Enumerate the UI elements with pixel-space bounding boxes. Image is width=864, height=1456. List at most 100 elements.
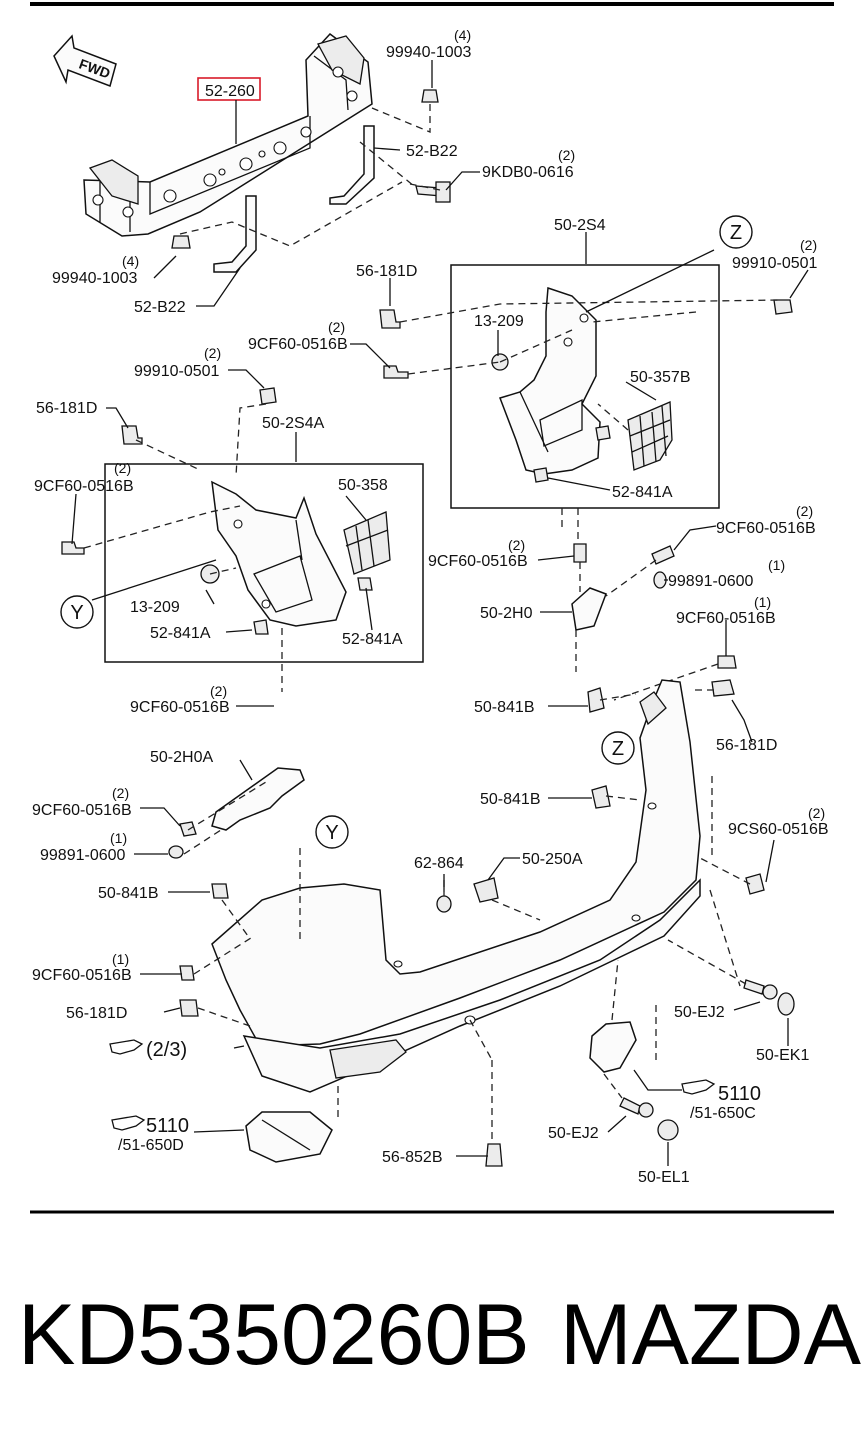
bracket-50-2s4-part [499,286,601,475]
callout-c35-code: 62-864 [414,855,464,872]
callout-c5-code: 99940-1003 [52,270,138,287]
callout-c29-code: 56-181D [716,737,777,754]
bolt-50-ej2-lower-icon [619,1097,654,1118]
callout-c1-code: 99940-1003 [386,44,472,61]
callout-c31-qty: (2) [112,785,129,801]
callout-c18-code: 52-841A [612,484,673,501]
clip-56-852b-icon [485,1143,503,1167]
clip-50-841b-left-icon [211,883,229,899]
callout-c31-code: 9CF60-0516B [32,802,132,819]
callout-c4-code: 9KDB0-0616 [482,164,574,181]
callout-c41-code: 50-EK1 [756,1047,809,1064]
callout-c11-code: 9CF60-0516B [248,336,348,353]
callout-c8-code: 99910-0501 [732,255,818,272]
svg-text:Z: Z [730,222,742,244]
bracket-50-250a-part [473,877,499,903]
callout-c9-code: 56-181D [356,263,417,280]
callout-c5-qty: (4) [122,253,139,269]
callout-c28-code: 50-841B [474,699,535,716]
ref-pointer-2-3: (2/3) [109,1039,187,1061]
ref-pointer-5110-c: 5110 /51-650C [681,1079,761,1122]
callout-c36-code: 50-250A [522,851,583,868]
callout-c13-code: 50-357B [630,369,691,386]
callout-c39-code: 56-181D [66,1005,127,1022]
washer-99891-left-icon [168,845,184,859]
callout-c23-code: 50-2H0 [480,605,533,622]
callout-c44-code: 50-EL1 [638,1169,690,1186]
bumper-reinforcement-part [83,32,373,237]
clip-50-841b-mid-icon [591,785,611,809]
callout-c15-code: 50-2S4A [262,415,325,432]
callout-c6-code: 52-B22 [134,299,186,316]
bolt-50-ej2-upper-icon [743,979,778,1000]
callout-c26-code: 52-841A [342,631,403,648]
callout-c24-code: 9CF60-0516B [676,610,776,627]
svg-text:5110: 5110 [146,1115,189,1137]
nut-left-icon [171,235,191,249]
screw-9cf60-left-icon [179,821,197,837]
clip-99910-y-icon [259,387,277,405]
callout-c42-code: 50-EJ2 [548,1125,599,1142]
cap-50-ek1-icon [777,992,795,1016]
callout-c43-code: 56-852B [382,1149,443,1166]
callout-c25-code: 52-841A [150,625,211,642]
footer: KD5350260B MAZDA [0,1280,864,1410]
clip-50-841b-top-icon [587,687,605,713]
view-marker-y-bottom: Y [315,815,349,849]
svg-text:(2/3): (2/3) [146,1039,187,1061]
view-marker-z-top: Z [719,215,753,249]
reflector-62-864-icon [436,895,452,913]
callout-c22-code: 13-209 [130,599,180,616]
clip-99910-z-icon [773,299,793,315]
bumper-cover-part [211,679,701,1093]
callout-c1-qty: (4) [454,27,471,43]
callout-c3-code: 52-B22 [406,143,458,160]
callout-c16-code: 9CF60-0516B [34,478,134,495]
callout-c16-qty: (2) [114,460,131,476]
detail-box-y [104,463,424,663]
svg-text:Y: Y [325,822,338,844]
callout-c8-qty: (2) [800,237,817,253]
callout-c12-qty: (2) [204,345,221,361]
bracket-50-2h0a-part [211,767,305,831]
bracket-b22-right-part [329,125,375,205]
screw-9cs60-icon [745,873,765,895]
view-marker-z-bottom: Z [601,731,635,765]
bracket-b22-left-part [213,195,257,273]
callout-c17-code: 50-358 [338,477,388,494]
svg-text:5110: 5110 [718,1083,761,1105]
callout-c33-qty: (1) [110,830,127,846]
callout-c4-qty: (2) [558,147,575,163]
svg-text:/51-650D: /51-650D [118,1137,184,1154]
callout-c24-qty: (1) [754,594,771,610]
grille-50-357b-part [627,401,673,471]
nut-52-841a-z-icon [533,425,611,483]
part-number: KD5350260B [18,1287,530,1383]
callout-c20-qty: (2) [508,537,525,553]
callout-c33-code: 99891-0600 [40,847,126,864]
callout-c19-code: 9CF60-0516B [716,520,816,537]
callout-c27-code: 9CF60-0516B [130,699,230,716]
nut-52-841a-y-icon [253,577,373,635]
screw-9cf60-low-left-icon [179,965,195,981]
screw-56-181d-y-icon [121,425,143,445]
callout-c37-code: 50-841B [98,885,159,902]
callout-c38-code: 9CF60-0516B [32,967,132,984]
screw-56-181d-right-icon [711,679,735,697]
bracket-50-2s4a-part [211,480,347,627]
screw-9cf60-mid-right-icon [573,543,587,563]
svg-text:Z: Z [612,738,624,760]
fog-lamp-right-part [589,1021,637,1073]
callout-c10-code: 13-209 [474,313,524,330]
callout-c19-qty: (2) [796,503,813,519]
callout-c32-code: 50-841B [480,791,541,808]
callout-c40-code: 50-EJ2 [674,1004,725,1021]
detail-box-z [450,264,720,509]
callout-c21-code: 99891-0600 [668,573,754,590]
brand-name: MAZDA [560,1287,861,1383]
callout-c14-code: 56-181D [36,400,97,417]
screw-9cf60-right-icon [717,655,737,669]
callout-c27-qty: (2) [210,683,227,699]
view-marker-y-left: Y [60,595,94,629]
